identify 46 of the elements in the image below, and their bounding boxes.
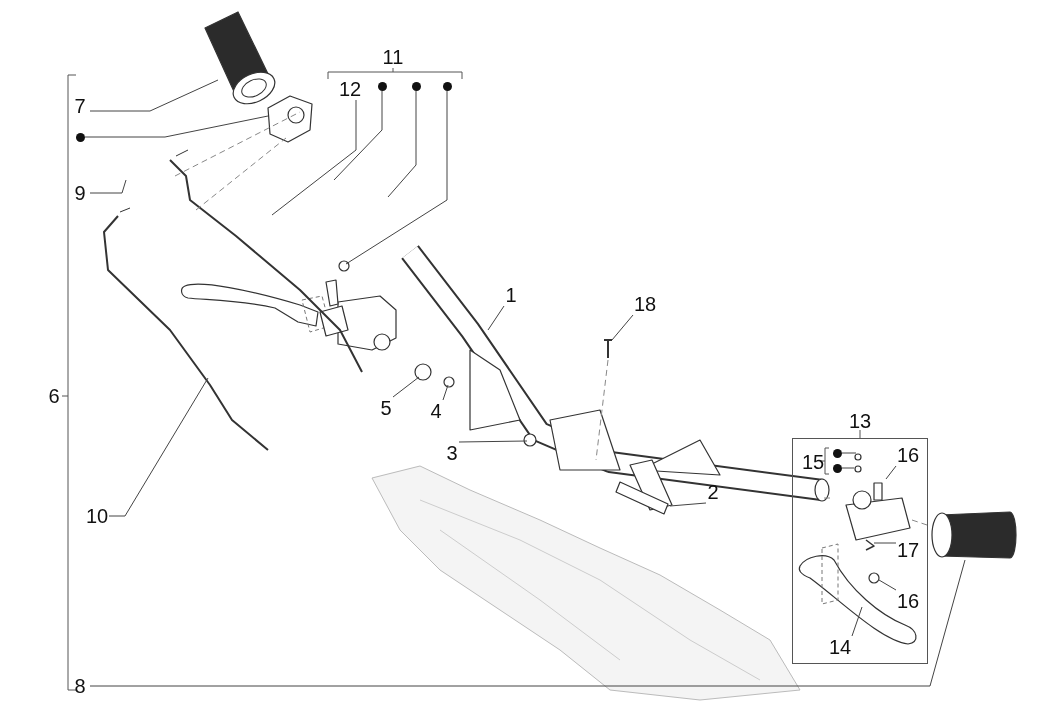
leader-line [851,606,863,637]
callout-number: 12 [338,78,362,100]
leader-line [442,384,449,401]
callout-number: 10 [85,505,109,527]
leader-line [84,115,269,138]
leader-line [841,467,855,469]
callout-dot [443,82,452,91]
callout-number: 8 [70,675,90,697]
callout-number: 18 [633,293,657,315]
leader-line [89,79,219,112]
leader-line [392,376,420,398]
callout-number: 13 [849,410,872,432]
leader-line [89,559,966,687]
callout-number: 3 [445,442,459,464]
callout-number: 9 [70,182,90,204]
leader-line [345,90,448,265]
leader-line [885,465,897,480]
callout-number: 4 [429,400,443,422]
leader-line [387,90,417,198]
callout-number: 16 [896,444,920,466]
callout-dot [833,464,842,473]
callout-dot [76,133,85,142]
leader-line [487,305,505,331]
callout-number: 14 [828,636,852,658]
callout-number: 15 [801,451,825,473]
leader-line [873,542,897,544]
callout-dot [833,449,842,458]
leader-line [333,90,383,181]
leader-line [669,502,707,507]
leader-line [108,377,209,517]
callout-number: 7 [70,95,90,117]
callout-number: 5 [379,397,393,419]
leader-line [841,452,857,454]
callout-dot [378,82,387,91]
callout-number: 11 [381,46,405,68]
callout-number: 6 [47,385,61,407]
leader-line [611,314,634,341]
callout-number: 1 [504,284,518,306]
callout-number: 2 [706,481,720,503]
callout-number: 16 [896,590,920,612]
callout-number: 17 [896,539,920,561]
leader-line [89,179,127,194]
leader-line [458,440,528,443]
callout-dot [412,82,421,91]
leader-line [271,99,357,216]
leader-line [878,579,897,591]
